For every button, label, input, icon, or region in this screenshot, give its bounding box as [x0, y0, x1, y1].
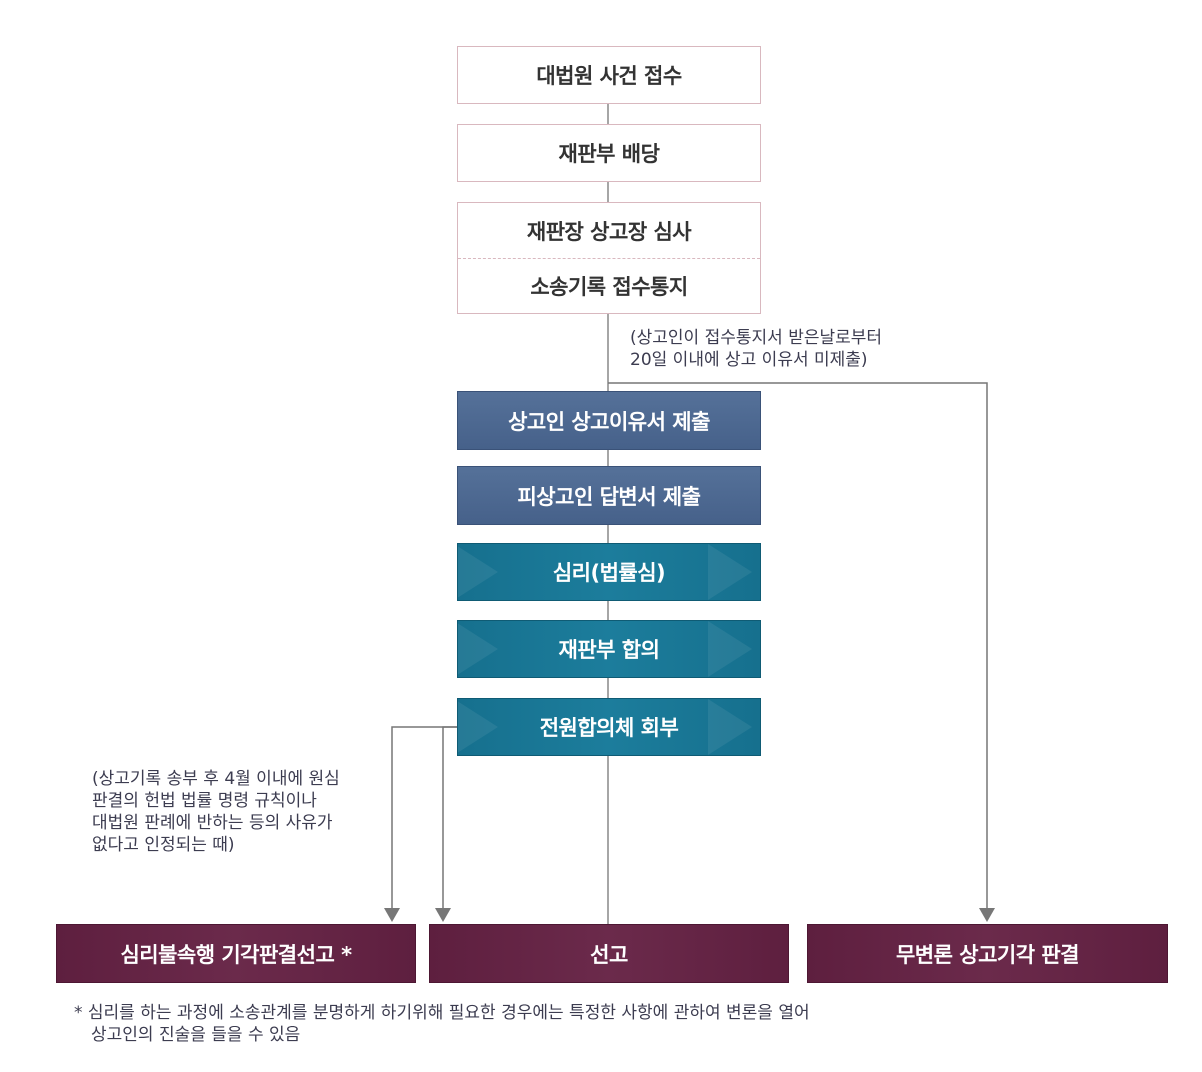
footnote-line-2: 상고인의 진술을 들을 수 있음	[91, 1025, 301, 1045]
note-non-hearing-line-3: 대법원 판례에 반하는 등의 사유가	[92, 813, 333, 833]
outcome-dismissal-no-argument-label: 무변론 상고기각 판결	[895, 942, 1080, 967]
non-hearing-branch-arrow	[384, 908, 400, 922]
step-en-banc-referral-label: 전원합의체 회부	[539, 716, 679, 740]
step-panel-assignment-label: 재판부 배당	[558, 142, 660, 166]
step-deliberation: 재판부 합의	[457, 620, 761, 678]
non-hearing-branch-line	[391, 726, 457, 912]
note-brief-deadline-line-1: (상고인이 접수통지서 받은날로부터	[630, 328, 883, 348]
no-brief-branch-arrow	[979, 908, 995, 922]
step-answer-brief: 피상고인 답변서 제출	[457, 466, 761, 525]
step-record-notice-label: 소송기록 접수통지	[530, 274, 688, 299]
note-non-hearing-condition: (상고기록 송부 후 4월 이내에 원심 판결의 헌법 법률 명령 규칙이나 대…	[92, 768, 340, 856]
outcome-dismissal-without-hearing: 심리불속행 기각판결선고 *	[56, 924, 416, 983]
note-brief-deadline: (상고인이 접수통지서 받은날로부터 20일 이내에 상고 이유서 미제출)	[630, 327, 882, 371]
outcome-dismissal-without-hearing-label: 심리불속행 기각판결선고 *	[120, 942, 352, 967]
step-case-receipt: 대법원 사건 접수	[457, 46, 761, 104]
step-hearing-label: 심리(법률심)	[552, 561, 666, 585]
step-en-banc-referral: 전원합의체 회부	[457, 698, 761, 756]
step-presiding-review-label: 재판장 상고장 심사	[526, 219, 692, 244]
step-answer-brief-label: 피상고인 답변서 제출	[517, 484, 701, 509]
no-brief-branch-line	[608, 382, 988, 912]
outcome-dismissal-no-argument: 무변론 상고기각 판결	[807, 924, 1168, 983]
step-panel-assignment: 재판부 배당	[457, 124, 761, 182]
note-brief-deadline-line-2: 20일 이내에 상고 이유서 미제출)	[630, 350, 868, 370]
step-deliberation-label: 재판부 합의	[558, 638, 660, 662]
step-appeal-brief-label: 상고인 상고이유서 제출	[508, 409, 710, 434]
note-non-hearing-line-1: (상고기록 송부 후 4월 이내에 원심	[92, 769, 340, 789]
en-banc-branch-line	[442, 726, 457, 912]
step-hearing: 심리(법률심)	[457, 543, 761, 601]
step-record-notice: 소송기록 접수통지	[458, 258, 760, 313]
step-presiding-review: 재판장 상고장 심사	[458, 203, 760, 259]
step-appeal-brief: 상고인 상고이유서 제출	[457, 391, 761, 450]
footnote-line-1: * 심리를 하는 과정에 소송관계를 분명하게 하기위해 필요한 경우에는 특정…	[74, 1003, 810, 1023]
outcome-pronouncement-label: 선고	[590, 942, 628, 967]
en-banc-branch-arrow	[435, 908, 451, 922]
note-non-hearing-line-2: 판결의 헌법 법률 명령 규칙이나	[92, 791, 317, 811]
step-case-receipt-label: 대법원 사건 접수	[536, 64, 682, 88]
step-review-and-notice: 재판장 상고장 심사 소송기록 접수통지	[457, 202, 761, 314]
note-non-hearing-line-4: 없다고 인정되는 때)	[92, 835, 235, 855]
footnote: * 심리를 하는 과정에 소송관계를 분명하게 하기위해 필요한 경우에는 특정…	[74, 1002, 810, 1046]
outcome-pronouncement: 선고	[429, 924, 789, 983]
